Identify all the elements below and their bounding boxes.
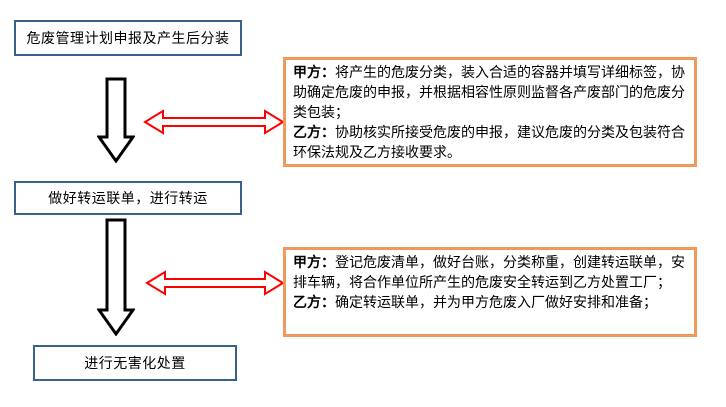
note-box-declaration: 甲方：将产生的危废分类，装入合适的容器并填写详细标签，协助确定危废的申报，并根据… — [283, 57, 697, 167]
party-a-note: 甲方：将产生的危废分类，装入合适的容器并填写详细标签，协助确定危废的申报，并根据… — [293, 63, 687, 123]
party-a-label: 甲方： — [293, 65, 335, 81]
flow-step-label: 进行无害化处置 — [84, 356, 186, 372]
flow-step-label: 危废管理计划申报及产生后分装 — [26, 31, 230, 47]
party-b-text: 协助核实所接受危废的申报，建议危废的分类及包装符合环保法规及乙方接收要求。 — [293, 125, 685, 161]
down-arrow-icon — [97, 77, 135, 163]
party-a-text: 登记危废清单，做好台账，分类称重，创建转运联单，安排车辆，将合作单位所产生的危废… — [293, 255, 685, 291]
flow-step-transfer: 做好转运联单，进行转运 — [14, 181, 242, 215]
double-arrow-icon — [145, 270, 285, 296]
party-a-label: 甲方： — [293, 255, 335, 271]
party-b-label: 乙方： — [293, 295, 335, 311]
party-b-label: 乙方： — [293, 125, 335, 141]
party-b-note: 乙方：确定转运联单，并为甲方危废入厂做好安排和准备； — [293, 293, 687, 313]
double-arrow-icon — [143, 109, 285, 135]
flow-step-disposal: 进行无害化处置 — [33, 345, 237, 381]
party-a-note: 甲方：登记危废清单，做好台账，分类称重，创建转运联单，安排车辆，将合作单位所产生… — [293, 253, 687, 293]
down-arrow-icon — [97, 218, 135, 336]
note-box-transfer: 甲方：登记危废清单，做好台账，分类称重，创建转运联单，安排车辆，将合作单位所产生… — [283, 247, 697, 337]
party-a-text: 将产生的危废分类，装入合适的容器并填写详细标签，协助确定危废的申报，并根据相容性… — [293, 65, 685, 121]
flow-step-declaration: 危废管理计划申报及产生后分装 — [14, 20, 242, 56]
flow-step-label: 做好转运联单，进行转运 — [48, 191, 208, 207]
party-b-text: 确定转运联单，并为甲方危废入厂做好安排和准备； — [335, 295, 657, 311]
party-b-note: 乙方：协助核实所接受危废的申报，建议危废的分类及包装符合环保法规及乙方接收要求。 — [293, 123, 687, 163]
